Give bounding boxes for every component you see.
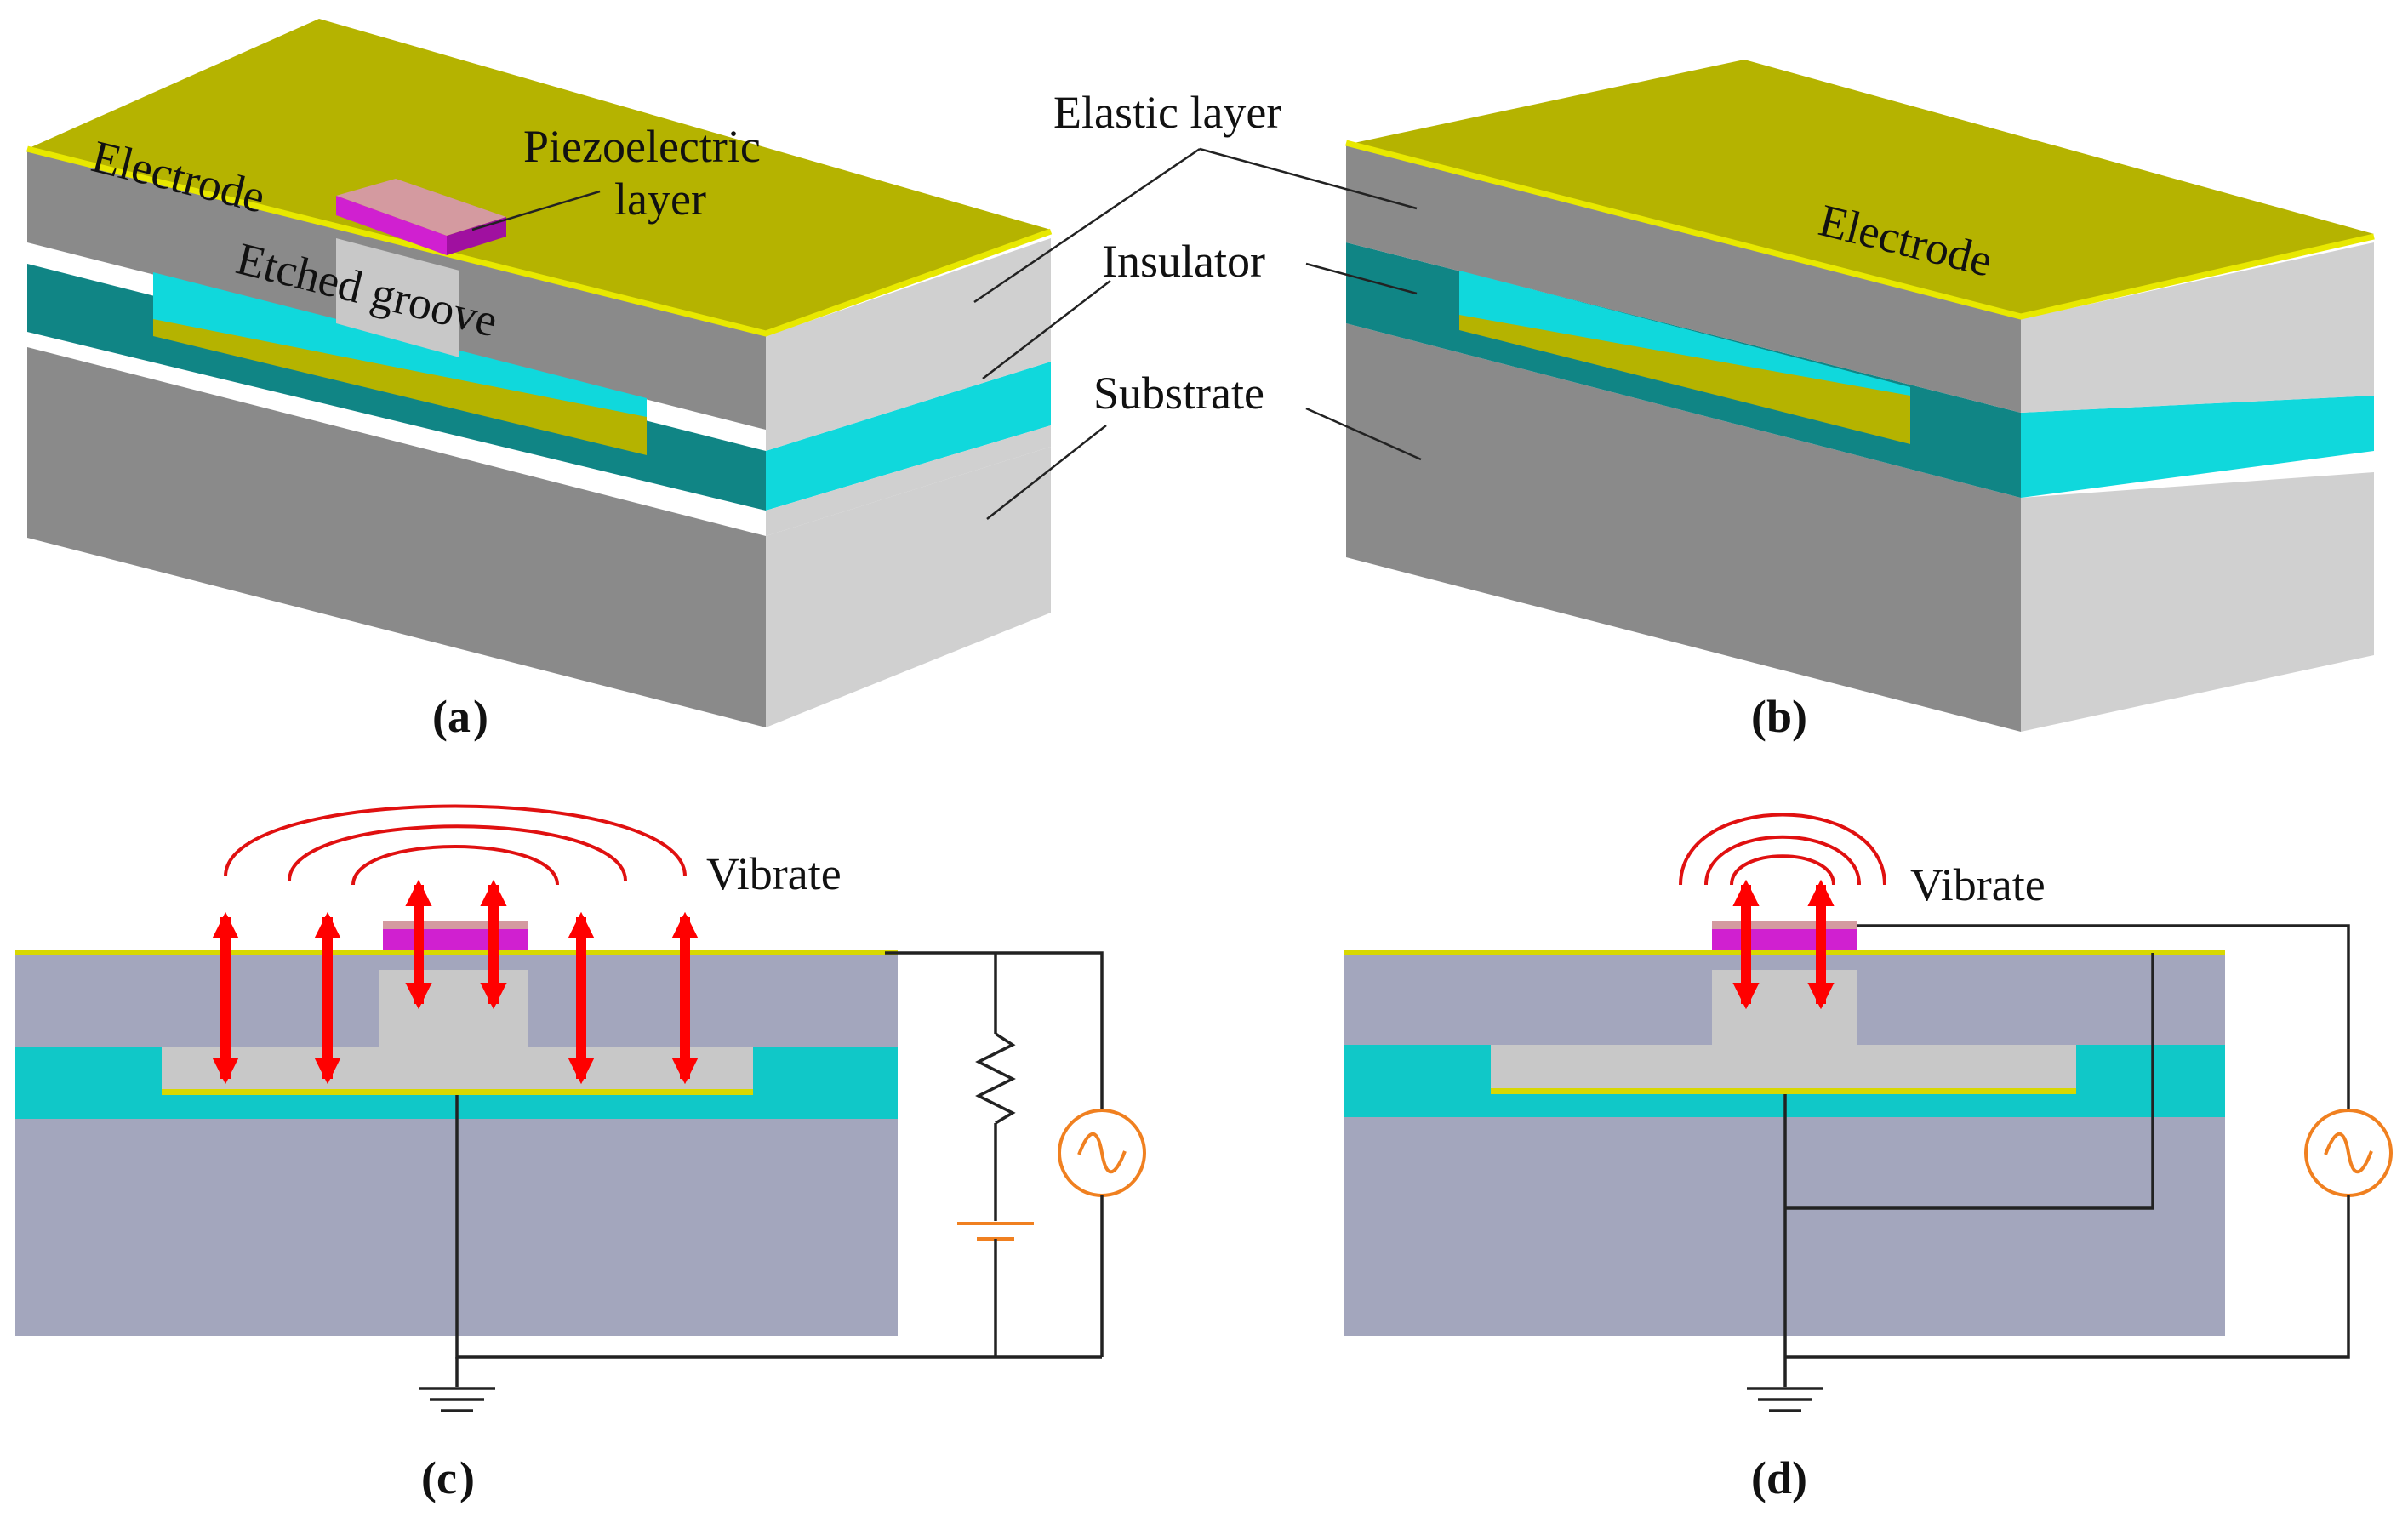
c-caption: c (437, 1452, 457, 1503)
c-vibrate-label: Vibrate (706, 848, 842, 899)
b-side-substrate (2021, 472, 2374, 732)
a-piezo-front (336, 196, 447, 255)
d-piezo (1712, 929, 1857, 950)
b-caption: b (1766, 691, 1792, 742)
c-caption-open: ( (421, 1452, 437, 1503)
a-piezo-side (447, 217, 506, 255)
b-substrate-front (1346, 323, 2021, 732)
d-caption: d (1766, 1452, 1792, 1503)
a-side-elastic (766, 238, 1051, 451)
elastic-leader-b (1199, 147, 1418, 210)
d-top-electrode (1344, 950, 2225, 955)
ac-wave (1077, 1132, 1127, 1174)
b-elastic-front (1346, 145, 2021, 413)
insulator-label: Insulator (1102, 236, 1265, 287)
c-vibration-arc-1 (224, 804, 687, 877)
d-wire-electrode (1785, 953, 2154, 1210)
ac-wave (2324, 1132, 2373, 1174)
c-cavity-electrode (162, 1089, 753, 1095)
b-caption-close: ) (1792, 691, 1807, 742)
elastic-leader-a (973, 147, 1201, 304)
insulator-leader-a (982, 280, 1111, 379)
a-piezo-label-1: Piezoelectric (523, 121, 761, 172)
a-piezo-leader (471, 190, 601, 231)
c-caption-close: ) (459, 1452, 475, 1503)
substrate-label: Substrate (1093, 368, 1264, 419)
ground-icon (419, 1387, 495, 1412)
d-cavity-electrode (1491, 1088, 2076, 1094)
resistor-icon (975, 1032, 1016, 1125)
d-vibration-arc-1 (1679, 813, 1886, 886)
a-side-substrate (766, 447, 1051, 727)
c-vibration-arc-2 (288, 824, 627, 881)
substrate-leader-a (986, 425, 1107, 520)
c-wire-top (885, 951, 1104, 1110)
d-vibration-arc-2 (1704, 835, 1861, 886)
a-etched-groove (336, 238, 459, 357)
c-top-electrode (15, 950, 898, 955)
c-vibration-arc-3 (351, 845, 559, 886)
b-top-electrode (1346, 60, 2374, 315)
substrate-leader-b (1305, 407, 1422, 461)
a-side-elastic2 (766, 425, 1051, 536)
ground-icon (1747, 1387, 1823, 1412)
a-piezo-label-2: layer (614, 174, 706, 225)
insulator-leader-b (1305, 262, 1418, 295)
panel-a: Electrode Piezoelectric layer Etched gro… (26, 19, 1053, 742)
a-caption: a (448, 691, 471, 742)
a-electrode-edge (26, 145, 1053, 337)
d-piezo-top (1712, 921, 1857, 929)
d-caption-open: ( (1751, 1452, 1766, 1503)
b-electrode-edge (1345, 140, 2375, 320)
panel-b: Electrode ( b ) (1345, 60, 2375, 742)
c-cavity (162, 970, 753, 1093)
a-substrate-front (27, 347, 766, 727)
d-cavity (1491, 970, 2076, 1092)
d-vibrate-label: Vibrate (1910, 859, 2046, 910)
a-caption-open: ( (432, 691, 448, 742)
d-vibration-arc-3 (1730, 854, 1835, 886)
a-piezo-top (336, 179, 506, 236)
b-side-insulator (2021, 396, 2374, 498)
a-caption-close: ) (473, 691, 488, 742)
a-cavity-electrode (153, 319, 647, 455)
elastic-layer-label: Elastic layer (1053, 87, 1281, 138)
c-piezo (383, 929, 528, 950)
d-wire-bottom (1785, 1195, 2350, 1359)
panel-d: Vibrate ( d ) (1344, 813, 2393, 1503)
panel-c: Vibrate ( c ) (15, 804, 1146, 1503)
a-top-electrode (27, 19, 1051, 332)
d-caption-close: ) (1792, 1452, 1807, 1503)
b-side-elastic (2021, 242, 2374, 413)
c-piezo-top (383, 921, 528, 929)
b-caption-open: ( (1751, 691, 1766, 742)
shared-labels: Elastic layer Insulator Substrate (973, 87, 1422, 520)
b-cavity-electrode (1459, 315, 1910, 444)
d-wire-top (1857, 924, 2350, 1110)
a-side-insulator (766, 362, 1051, 511)
